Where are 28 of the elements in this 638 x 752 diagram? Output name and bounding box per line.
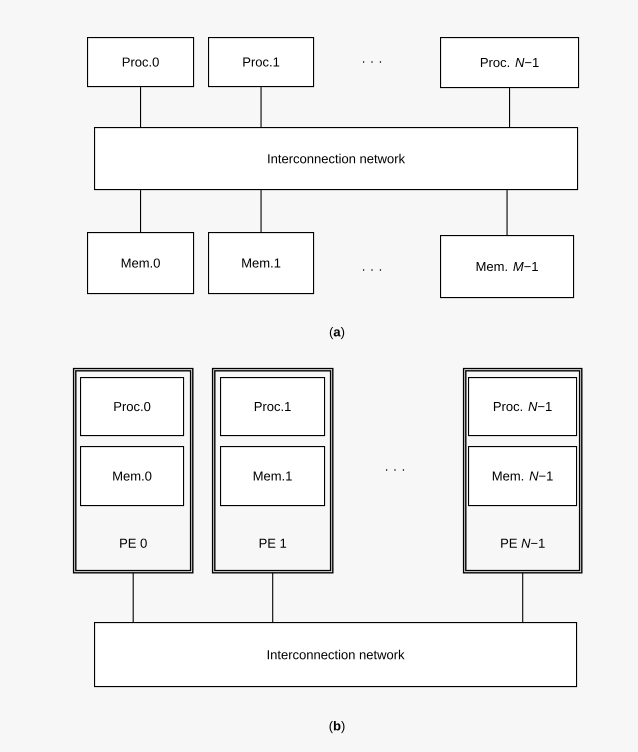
network-box: Interconnection network <box>94 622 578 688</box>
ellipsis: . . . <box>386 469 404 471</box>
proc-box: Proc. N−1 <box>468 377 578 436</box>
proc-box: Proc.1 <box>208 37 314 88</box>
subfigure-label: (b) <box>330 720 344 734</box>
connector-line <box>140 87 142 127</box>
subfigure-label: (a) <box>330 326 344 340</box>
memory-box: Mem.1 <box>208 232 314 294</box>
connector-line <box>260 190 262 232</box>
memory-box: Mem.0 <box>80 446 184 506</box>
connector-line <box>506 190 508 235</box>
proc-box: Proc.0 <box>80 377 184 436</box>
network-box: Interconnection network <box>94 127 578 190</box>
connector-line <box>522 572 524 622</box>
connector-line <box>272 572 274 622</box>
proc-box: Proc.1 <box>220 377 326 436</box>
memory-box: Mem. N−1 <box>468 446 578 506</box>
connector-line <box>132 572 134 622</box>
connector-line <box>140 190 142 232</box>
ellipsis: . . . <box>362 61 382 63</box>
memory-box: Mem. M−1 <box>440 235 574 298</box>
memory-box: Mem.0 <box>87 232 194 294</box>
connector-line <box>509 88 510 127</box>
proc-box: Proc.0 <box>87 37 194 88</box>
memory-box: Mem.1 <box>220 446 326 506</box>
proc-box: Proc. N−1 <box>440 37 580 88</box>
connector-line <box>260 87 262 127</box>
ellipsis: . . . <box>362 269 382 271</box>
